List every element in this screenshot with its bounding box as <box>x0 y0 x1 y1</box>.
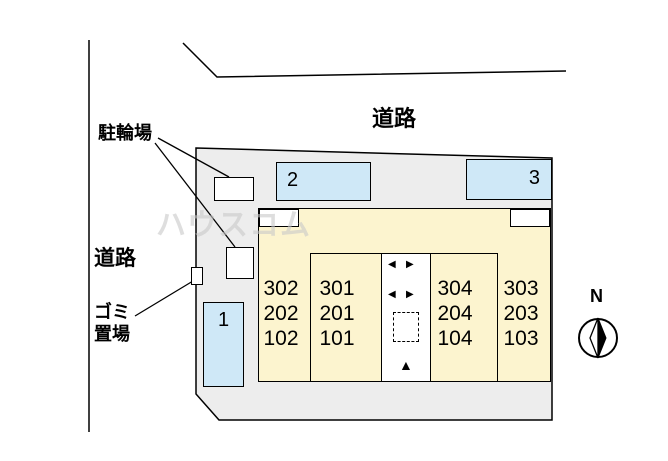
parking-space-3: 3 <box>466 159 552 200</box>
leader-line-bicycle-1 <box>157 137 230 178</box>
garbage-area-label: ゴミ 置場 <box>94 301 130 345</box>
parking-space-1: 1 <box>203 302 244 387</box>
compass-needle-east <box>597 317 607 359</box>
room-number: 302 <box>263 277 299 300</box>
stair-left-icon: ◀ <box>388 259 396 270</box>
room-number: 204 <box>437 302 473 325</box>
entrance-arrow-icon: ▲ <box>399 357 413 373</box>
bicycle-parking-box-2 <box>226 247 254 279</box>
parking-space-2: 2 <box>276 162 371 201</box>
bicycle-parking-label: 駐輪場 <box>98 123 152 143</box>
bicycle-parking-box-1 <box>214 177 254 201</box>
building-notch-left <box>259 209 299 227</box>
watermark-text: ハウスコム <box>156 209 311 242</box>
garbage-label-line2: 置場 <box>94 324 130 344</box>
room-number: 304 <box>437 277 473 300</box>
parking-number: 2 <box>287 169 299 191</box>
leader-line-bicycle-2 <box>154 142 236 248</box>
room-number: 104 <box>437 327 473 350</box>
parking-number: 1 <box>217 309 230 331</box>
room-number: 101 <box>319 327 355 350</box>
room-number: 103 <box>503 327 539 350</box>
room-number: 202 <box>263 302 299 325</box>
garbage-area-box <box>191 267 203 285</box>
leader-line-garbage <box>134 280 194 317</box>
road-edge-line <box>182 42 567 78</box>
room-number: 203 <box>503 302 539 325</box>
room-number: 303 <box>503 277 539 300</box>
parking-number: 3 <box>528 167 540 189</box>
stairwell-column: ◀ ▶ ◀ ▶ ▲ <box>381 253 431 382</box>
building-notch-right <box>510 209 550 227</box>
room-number: 301 <box>319 277 355 300</box>
elevator-dashed-box <box>393 312 419 342</box>
stair-right-icon: ▶ <box>406 289 414 300</box>
room-number: 201 <box>319 302 355 325</box>
north-label: N <box>590 286 603 306</box>
north-compass <box>578 317 618 359</box>
room-number: 102 <box>263 327 299 350</box>
garbage-label-line1: ゴミ <box>94 302 130 322</box>
compass-needle-west <box>589 317 599 359</box>
stair-left-icon: ◀ <box>388 289 396 300</box>
road-label-left: 道路 <box>94 247 136 270</box>
stair-right-icon: ▶ <box>406 259 414 270</box>
road-label-top: 道路 <box>372 106 417 131</box>
